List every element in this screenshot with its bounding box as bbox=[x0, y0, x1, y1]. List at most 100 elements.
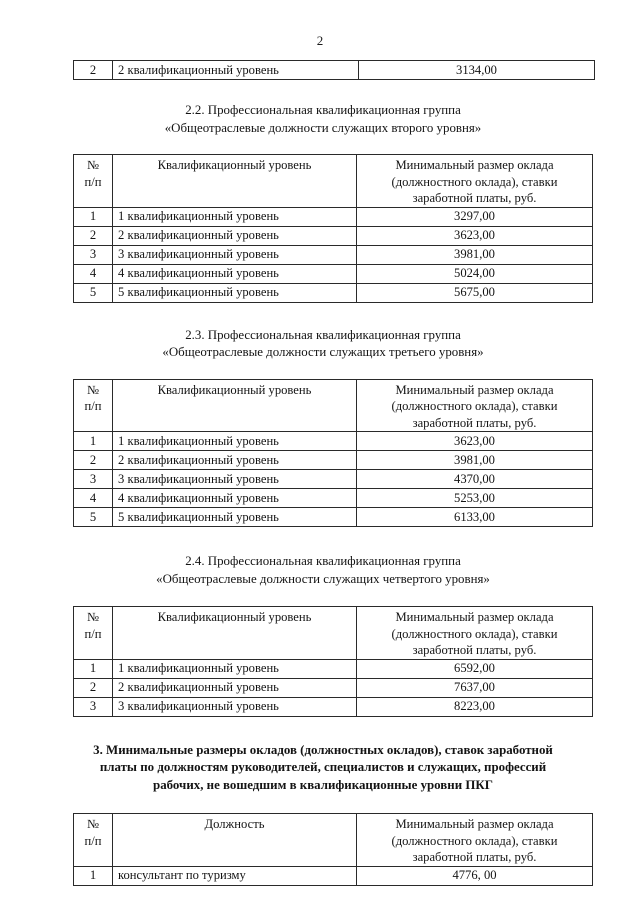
row-number: 2 bbox=[73, 225, 113, 246]
table-header-row: № п/п Квалификационный уровень Минимальн… bbox=[73, 154, 593, 208]
row-qualification-level: 1 квалификационный уровень bbox=[112, 206, 357, 227]
table-row: 3 3 квалификационный уровень 4370,00 bbox=[73, 469, 593, 489]
header-number-line2: п/п bbox=[84, 399, 102, 413]
row-number: 5 bbox=[73, 507, 113, 527]
row-number: 1 bbox=[73, 206, 113, 227]
table-row: 1 1 квалификационный уровень 6592,00 bbox=[73, 658, 593, 679]
row-qualification-level: 1 квалификационный уровень bbox=[112, 658, 357, 679]
section-heading-3-line1: 3. Минимальные размеры окладов (должност… bbox=[93, 742, 553, 757]
row-salary-value: 5024,00 bbox=[356, 263, 593, 284]
header-number-line1: № bbox=[86, 382, 100, 397]
header-number: № п/п bbox=[73, 378, 113, 432]
table-row: 3 3 квалификационный уровень 8223,00 bbox=[73, 696, 593, 717]
header-salary-line1: Минимальный размер оклада bbox=[395, 158, 554, 172]
row-qualification-level: 2 квалификационный уровень bbox=[112, 225, 357, 246]
table-row: 2 2 квалификационный уровень 3623,00 bbox=[73, 225, 593, 246]
header-salary-line2: (должностного оклада), ставки bbox=[391, 174, 558, 189]
row-qualification-level: 4 квалификационный уровень bbox=[112, 263, 357, 284]
header-salary: Минимальный размер оклада (должностного … bbox=[356, 378, 593, 432]
row-salary-value: 4776, 00 bbox=[356, 865, 593, 886]
section-heading-2-4-line2: «Общеотраслевые должности служащих четве… bbox=[156, 571, 490, 586]
row-qualification-level: 3 квалификационный уровень bbox=[112, 469, 357, 489]
table-header-row: № п/п Квалификационный уровень Минимальн… bbox=[73, 378, 593, 432]
header-salary-line1: Минимальный размер оклада bbox=[395, 382, 554, 397]
table-row: 5 5 квалификационный уровень 5675,00 bbox=[73, 282, 593, 303]
row-number: 2 bbox=[73, 677, 113, 698]
header-qualification-level: Квалификационный уровень bbox=[112, 378, 357, 432]
section-heading-2-2-line1: 2.2. Профессиональная квалификационная г… bbox=[185, 103, 461, 117]
row-number: 4 bbox=[73, 263, 113, 284]
table-row: 1 консультант по туризму 4776, 00 bbox=[73, 865, 593, 886]
row-salary-value: 4370,00 bbox=[356, 469, 593, 489]
row-qualification-level: 5 квалификационный уровень bbox=[112, 507, 357, 527]
row-qualification-level: 2 квалификационный уровень bbox=[112, 450, 357, 470]
header-salary-line2: (должностного оклада), ставки bbox=[391, 399, 558, 413]
header-salary-line3: заработной платы, руб. bbox=[412, 643, 537, 657]
table-section-2-2: № п/п Квалификационный уровень Минимальн… bbox=[73, 154, 593, 303]
table-continued: 2 2 квалификационный уровень 3134,00 bbox=[73, 60, 595, 80]
row-salary-value: 6133,00 bbox=[356, 507, 593, 527]
page-number: 2 bbox=[316, 33, 324, 48]
row-salary-value: 7637,00 bbox=[356, 677, 593, 698]
row-qualification-level: 5 квалификационный уровень bbox=[112, 282, 357, 303]
section-heading-2-3-line1: 2.3. Профессиональная квалификационная г… bbox=[185, 327, 461, 342]
row-number: 1 bbox=[73, 431, 113, 451]
table-row: 2 2 квалификационный уровень 3134,00 bbox=[73, 60, 595, 80]
row-salary-value: 3981,00 bbox=[356, 244, 593, 265]
row-number: 2 bbox=[73, 450, 113, 470]
header-salary-line3: заработной платы, руб. bbox=[412, 850, 537, 864]
section-heading-3-line3: рабочих, не вошедшим в квалификационные … bbox=[153, 777, 493, 792]
header-salary-line2: (должностного оклада), ставки bbox=[391, 833, 558, 848]
header-number-line1: № bbox=[86, 817, 100, 831]
row-salary-value: 3623,00 bbox=[356, 225, 593, 246]
header-number-line2: п/п bbox=[84, 626, 102, 641]
row-number: 4 bbox=[73, 488, 113, 508]
row-salary-value: 3981,00 bbox=[356, 450, 593, 470]
header-number-line2: п/п bbox=[84, 833, 102, 848]
table-row: 2 2 квалификационный уровень 7637,00 bbox=[73, 677, 593, 698]
table-row: 4 4 квалификационный уровень 5253,00 bbox=[73, 488, 593, 508]
header-salary: Минимальный размер оклада (должностного … bbox=[356, 154, 593, 208]
row-position: консультант по туризму bbox=[112, 865, 357, 886]
document-body: 2 2 квалификационный уровень 3134,00 2.2… bbox=[73, 60, 595, 886]
header-salary: Минимальный размер оклада (должностного … bbox=[356, 813, 593, 867]
row-qualification-level: 2 квалификационный уровень bbox=[112, 677, 357, 698]
row-number: 3 bbox=[73, 244, 113, 265]
header-number-line2: п/п bbox=[84, 174, 102, 189]
row-salary-value: 6592,00 bbox=[356, 658, 593, 679]
header-position: Должность bbox=[112, 813, 357, 867]
section-heading-2-2-line2: «Общеотраслевые должности служащих второ… bbox=[164, 120, 482, 135]
header-salary-line1: Минимальный размер оклада bbox=[395, 817, 554, 831]
header-salary-line3: заработной платы, руб. bbox=[412, 415, 537, 430]
row-number: 2 bbox=[73, 60, 113, 80]
row-qualification-level: 4 квалификационный уровень bbox=[112, 488, 357, 508]
row-salary-value: 5253,00 bbox=[356, 488, 593, 508]
table-header-row: № п/п Квалификационный уровень Минимальн… bbox=[73, 606, 593, 660]
row-salary-value: 3134,00 bbox=[358, 60, 595, 80]
row-number: 5 bbox=[73, 282, 113, 303]
row-number: 3 bbox=[73, 469, 113, 489]
row-qualification-level: 3 квалификационный уровень bbox=[112, 244, 357, 265]
header-number-line1: № bbox=[86, 610, 100, 624]
row-salary-value: 3297,00 bbox=[356, 206, 593, 227]
row-qualification-level: 1 квалификационный уровень bbox=[112, 431, 357, 451]
row-number: 3 bbox=[73, 696, 113, 717]
header-qualification-level: Квалификационный уровень bbox=[112, 606, 357, 660]
table-header-row: № п/п Должность Минимальный размер оклад… bbox=[73, 813, 593, 867]
table-row: 1 1 квалификационный уровень 3297,00 bbox=[73, 206, 593, 227]
header-qualification-level: Квалификационный уровень bbox=[112, 154, 357, 208]
header-number: № п/п bbox=[73, 813, 113, 867]
row-number: 1 bbox=[73, 658, 113, 679]
header-salary-line2: (должностного оклада), ставки bbox=[391, 626, 558, 641]
table-section-3: № п/п Должность Минимальный размер оклад… bbox=[73, 813, 593, 886]
row-qualification-level: 3 квалификационный уровень bbox=[112, 696, 357, 717]
table-row: 2 2 квалификационный уровень 3981,00 bbox=[73, 450, 593, 470]
header-salary-line3: заработной платы, руб. bbox=[412, 191, 537, 205]
table-row: 5 5 квалификационный уровень 6133,00 bbox=[73, 507, 593, 527]
header-number: № п/п bbox=[73, 154, 113, 208]
header-salary: Минимальный размер оклада (должностного … bbox=[356, 606, 593, 660]
table-row: 4 4 квалификационный уровень 5024,00 bbox=[73, 263, 593, 284]
table-row: 3 3 квалификационный уровень 3981,00 bbox=[73, 244, 593, 265]
row-number: 1 bbox=[73, 865, 113, 886]
